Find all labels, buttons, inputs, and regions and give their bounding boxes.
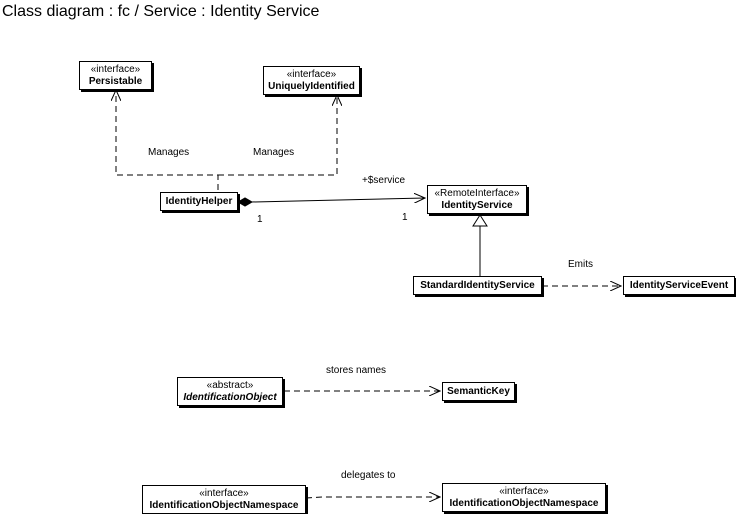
- stereotype-label: «abstract»: [206, 379, 254, 391]
- stereotype-label: «interface»: [499, 485, 549, 497]
- label-multiplicity-service: 1: [402, 212, 408, 223]
- class-name: StandardIdentityService: [420, 279, 535, 291]
- class-name: IdentificationObject: [183, 391, 277, 403]
- class-name: IdentityService: [441, 199, 513, 211]
- class-persistable[interactable]: «interface» Persistable: [79, 61, 152, 90]
- dependency-helper-persistable: [116, 90, 219, 190]
- composition-diamond: [236, 197, 254, 207]
- class-name: IdentityServiceEvent: [629, 279, 729, 291]
- class-semantic-key[interactable]: SemanticKey: [442, 382, 515, 401]
- class-name: SemanticKey: [447, 385, 510, 397]
- label-manages-uniquely-identified: Manages: [253, 147, 295, 158]
- class-namespace-left[interactable]: «interface» IdentificationObjectNamespac…: [142, 485, 306, 514]
- class-identity-helper[interactable]: IdentityHelper: [160, 192, 238, 211]
- stereotype-label: «interface»: [90, 63, 141, 75]
- class-name: IdentificationObjectNamespace: [149, 499, 299, 511]
- label-emits: Emits: [568, 259, 593, 270]
- diagram-title: Class diagram : fc / Service : Identity …: [2, 3, 320, 20]
- class-name: IdentificationObjectNamespace: [449, 497, 599, 509]
- class-identity-service-event[interactable]: IdentityServiceEvent: [623, 276, 735, 295]
- class-identity-service[interactable]: «RemoteInterface» IdentityService: [427, 185, 527, 214]
- dependency-helper-uniquely-identified: [218, 95, 337, 176]
- label-stores-names: stores names: [326, 365, 387, 376]
- class-name: UniquelyIdentified: [268, 80, 355, 92]
- stereotype-label: «interface»: [199, 487, 249, 499]
- dependency-delegates-to: [305, 497, 440, 498]
- label-manages-persistable: Manages: [148, 147, 190, 158]
- composition-helper-service: [251, 198, 425, 202]
- label-service-role: +$service: [362, 175, 406, 186]
- class-identification-object[interactable]: «abstract» IdentificationObject: [177, 377, 283, 406]
- class-name: Persistable: [88, 75, 143, 87]
- generalization-triangle: [472, 214, 488, 227]
- label-multiplicity-helper: 1: [257, 214, 263, 225]
- class-uniquely-identified[interactable]: «interface» UniquelyIdentified: [263, 66, 360, 95]
- class-standard-identity-service[interactable]: StandardIdentityService: [413, 276, 542, 295]
- stereotype-label: «interface»: [286, 68, 337, 80]
- class-name: IdentityHelper: [165, 195, 233, 207]
- class-namespace-right[interactable]: «interface» IdentificationObjectNamespac…: [442, 483, 606, 512]
- stereotype-label: «RemoteInterface»: [434, 187, 520, 199]
- label-delegates-to: delegates to: [341, 470, 396, 481]
